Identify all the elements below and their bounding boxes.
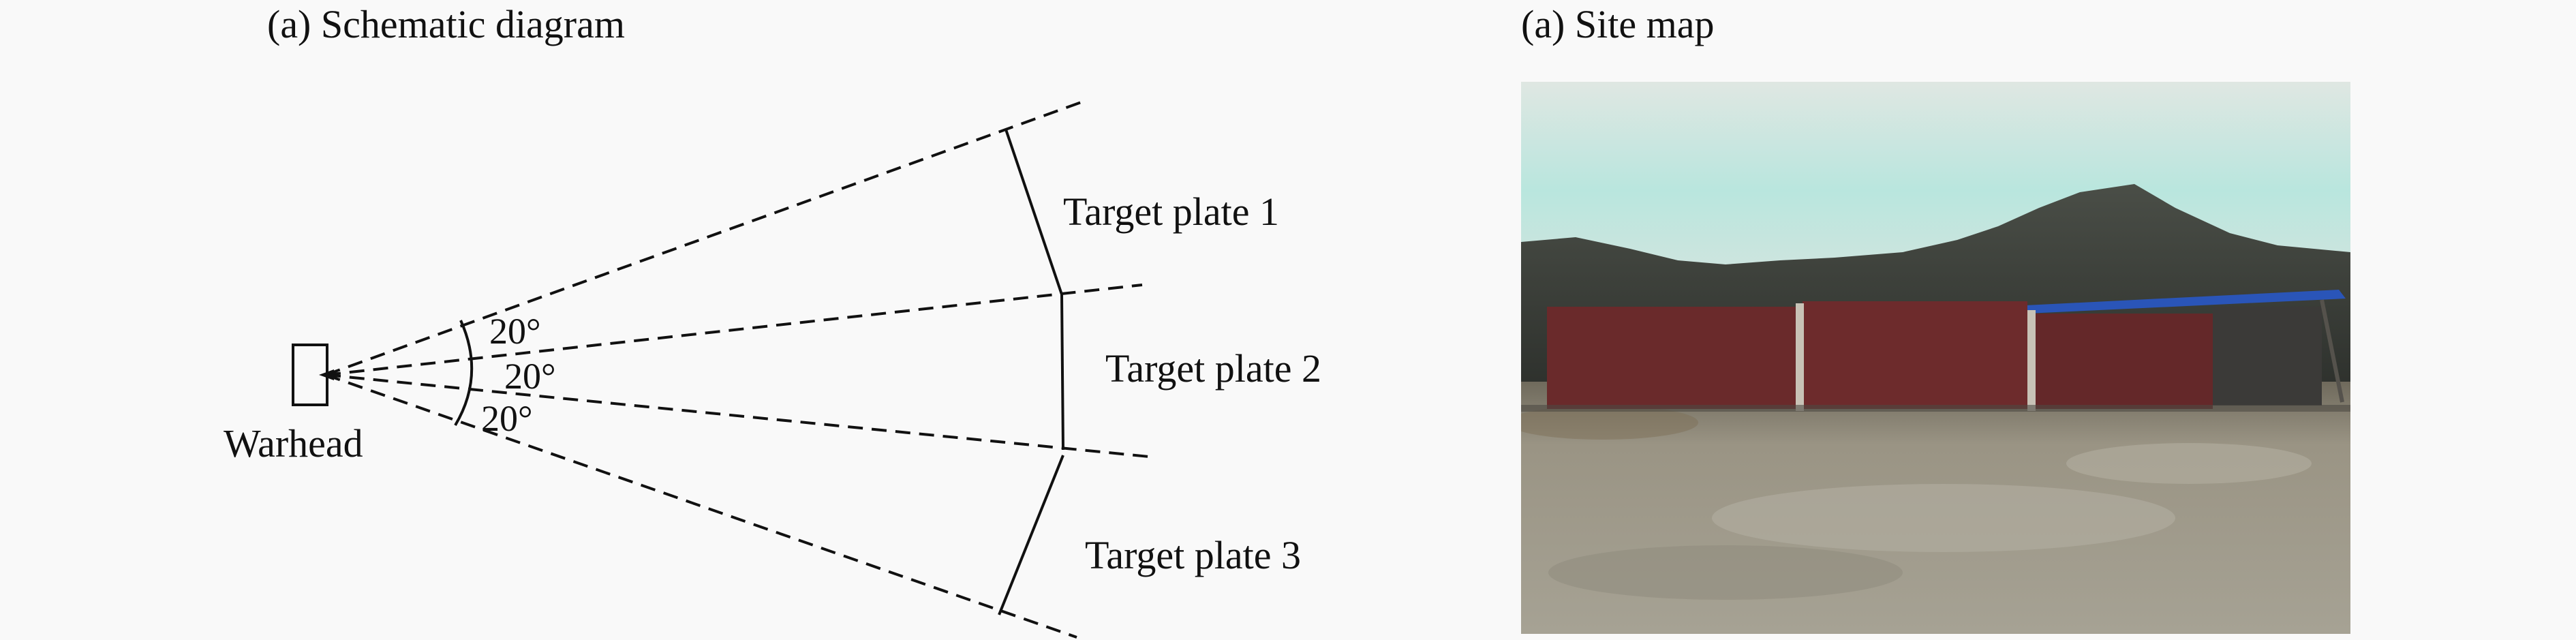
- site-map-caption: (a) Site map: [1521, 2, 1715, 46]
- target-plate-2-label: Target plate 2: [1105, 346, 1321, 391]
- ray-4: [325, 374, 1077, 639]
- angle-arc: [454, 320, 474, 427]
- angle-label-2: 20°: [504, 356, 556, 397]
- photo-wall-1: [1547, 307, 1796, 409]
- site-photo: [1521, 82, 2350, 634]
- target-plate-3-line: [998, 455, 1064, 615]
- warhead-label: Warhead: [224, 421, 363, 466]
- target-plate-1-label: Target plate 1: [1063, 189, 1279, 234]
- photo-roof: [1998, 290, 2346, 315]
- target-plate-2-line: [1060, 294, 1064, 451]
- schematic-caption: (a) Schematic diagram: [267, 2, 625, 46]
- ray-2: [325, 284, 1143, 376]
- angle-label-1: 20°: [489, 311, 541, 352]
- target-plate-3-label: Target plate 3: [1085, 533, 1301, 577]
- angle-label-3: 20°: [481, 398, 533, 439]
- photo-wall-2: [1803, 301, 2027, 409]
- schematic-diagram: 20° 20° 20° Warhead Target plate 1 Targe…: [224, 100, 1321, 639]
- photo-wall-3: [2036, 314, 2213, 409]
- ray-3: [325, 374, 1150, 458]
- ray-1: [325, 100, 1086, 376]
- target-plate-1-line: [1005, 129, 1063, 295]
